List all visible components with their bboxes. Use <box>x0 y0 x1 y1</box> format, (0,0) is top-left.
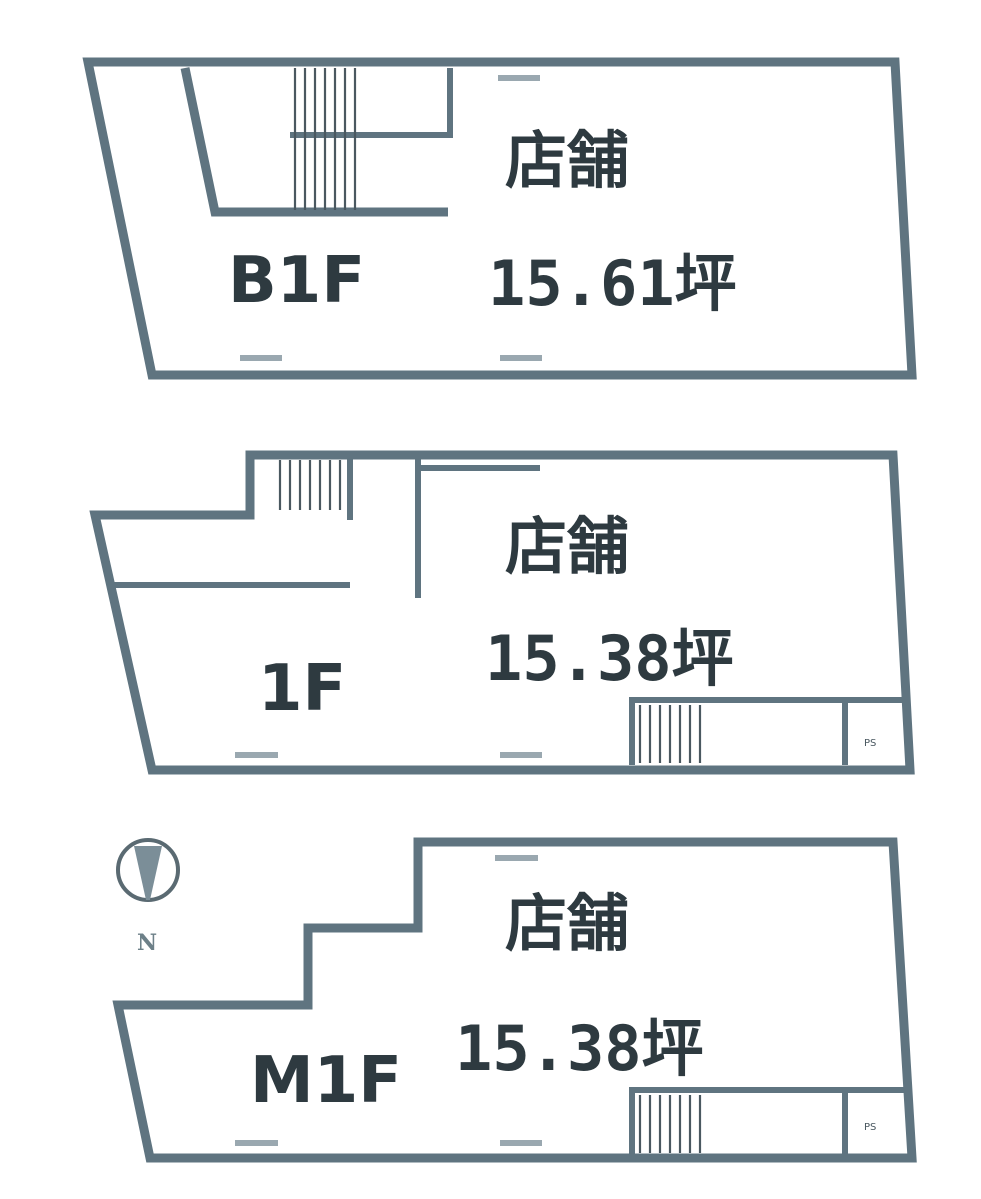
stair-icon <box>293 68 357 210</box>
floor-label: M1F <box>250 1044 402 1118</box>
north-arrow-icon <box>134 846 162 900</box>
area-label: 15.38坪 <box>455 1012 704 1085</box>
outer-wall-b1f <box>82 57 917 380</box>
stair-enclosure-b1f <box>180 67 448 217</box>
stair-enclosure-1f <box>629 697 905 765</box>
use-label: 店舗 <box>505 124 629 197</box>
plan-1f: PS 店舗 15.38坪 1F <box>89 450 915 775</box>
use-label: 店舗 <box>505 510 629 583</box>
use-label: 店舗 <box>505 887 629 960</box>
plan-b1f: 店舗 B1F 15.61坪 <box>82 57 917 380</box>
stair-icon <box>638 705 702 763</box>
stair-icon <box>278 460 342 510</box>
floor-label: 1F <box>258 652 346 726</box>
north-compass: N <box>116 838 180 956</box>
ps-label: PS <box>864 1122 876 1133</box>
area-label: 15.38坪 <box>485 622 734 695</box>
ps-label: PS <box>864 738 876 749</box>
stair-landing-b1f <box>290 68 453 138</box>
stair-icon <box>638 1095 702 1153</box>
outer-wall-1f <box>89 450 915 775</box>
area-label: 15.61坪 <box>488 247 737 320</box>
floor-label: B1F <box>228 244 365 318</box>
north-label: N <box>137 930 157 956</box>
outer-wall-m1f <box>112 837 917 1163</box>
plan-m1f: PS 店舗 15.38坪 M1F <box>112 837 917 1163</box>
stair-enclosure-m1f <box>629 1087 905 1155</box>
